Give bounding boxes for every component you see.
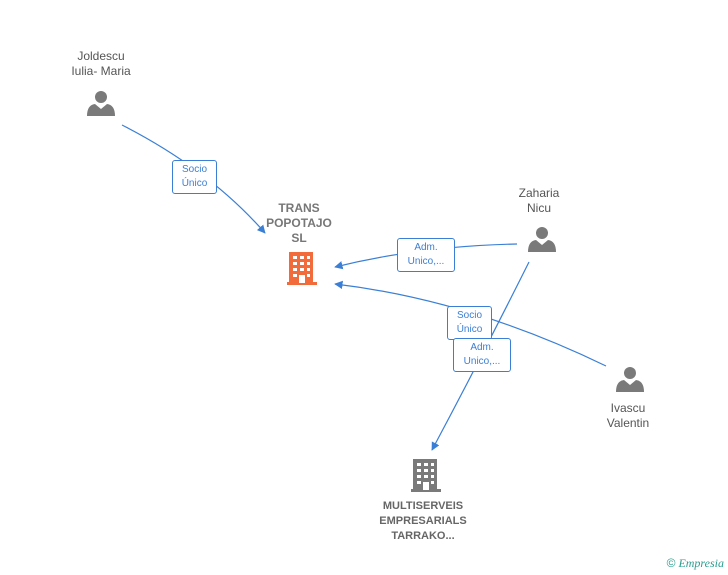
person-label-joldescu[interactable]: Joldescu Iulia- Maria: [46, 49, 156, 79]
name-line: Ivascu: [610, 401, 646, 415]
person-label-zaharia[interactable]: Zaharia Nicu: [494, 186, 584, 216]
person-icon[interactable]: [616, 367, 644, 392]
copyright-icon: ©: [666, 556, 676, 570]
name-line: Zaharia: [518, 186, 560, 200]
role-line: Adm.: [470, 342, 494, 353]
person-icon[interactable]: [87, 91, 115, 116]
edge-label-zaharia-multi[interactable]: Adm. Unico,...: [453, 338, 511, 372]
building-icon[interactable]: [411, 459, 441, 492]
name-line: EMPRESARIALS: [379, 515, 467, 527]
brand-name: Empresia: [678, 556, 724, 570]
name-line: MULTISERVEIS: [382, 500, 464, 512]
empresia-logo: © Empresia: [667, 556, 724, 571]
edge-label-ivascu-trans[interactable]: Socio Único: [447, 306, 492, 340]
name-line: Nicu: [526, 201, 551, 215]
person-label-ivascu[interactable]: Ivascu Valentin: [583, 401, 673, 431]
role-line: Socio: [456, 310, 482, 321]
role-line: Unico,...: [407, 256, 445, 267]
name-line: TARRAKO...: [391, 530, 455, 542]
name-line: SL: [291, 231, 307, 245]
name-line: Valentin: [606, 416, 650, 430]
role-line: Socio: [181, 164, 207, 175]
name-line: POPOTAJO: [266, 216, 332, 230]
name-line: Iulia- Maria: [71, 64, 131, 78]
name-line: TRANS: [278, 201, 320, 215]
role-line: Único: [181, 178, 208, 189]
role-line: Unico,...: [463, 356, 501, 367]
building-icon-main[interactable]: [287, 252, 317, 285]
person-icon[interactable]: [528, 227, 556, 252]
name-line: Joldescu: [77, 49, 125, 63]
company-label-trans[interactable]: TRANS POPOTAJO SL: [249, 201, 349, 246]
edge-label-zaharia-trans[interactable]: Adm. Unico,...: [397, 238, 455, 272]
role-line: Adm.: [414, 242, 438, 253]
role-line: Único: [456, 324, 483, 335]
company-label-multi[interactable]: MULTISERVEIS EMPRESARIALS TARRAKO...: [358, 499, 488, 544]
edge-label-joldescu-trans[interactable]: Socio Único: [172, 160, 217, 194]
